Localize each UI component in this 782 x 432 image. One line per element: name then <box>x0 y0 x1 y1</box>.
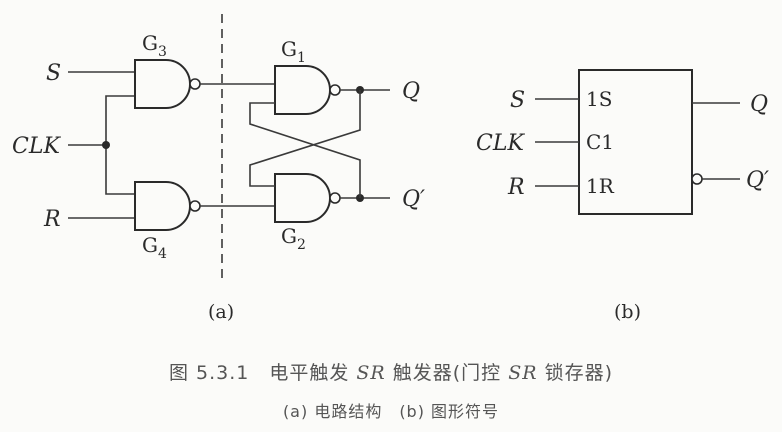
label-qn-b: Q′ <box>746 168 769 193</box>
label-s-b: S <box>510 88 525 113</box>
pin-1r: 1R <box>586 174 615 198</box>
label-g4: G4 <box>142 233 167 262</box>
feedback-q-to-g2 <box>249 90 361 187</box>
junction-clk <box>102 141 110 149</box>
label-clk-b: CLK <box>476 131 525 156</box>
label-q-b: Q <box>750 92 768 117</box>
label-g2: G2 <box>281 224 306 253</box>
label-s-a: S <box>46 61 61 86</box>
pin-c1: C1 <box>586 130 614 154</box>
label-r-a: R <box>43 207 61 232</box>
bubble-g4 <box>189 200 201 212</box>
feedback-qn-to-g1 <box>249 102 361 198</box>
gate-g3 <box>134 59 191 109</box>
label-qn-a: Q′ <box>402 187 425 212</box>
label-a: (a) <box>208 301 234 323</box>
label-r-b: R <box>507 175 525 200</box>
figure-caption: 图 5.3.1 电平触发 SR 触发器(门控 SR 锁存器) <box>168 362 614 384</box>
bubble-g3 <box>189 78 201 90</box>
bubble-g1 <box>329 84 341 96</box>
gate-g4 <box>134 181 191 231</box>
symbol-b: S CLK R 1S C1 1R Q Q′ (b) <box>476 69 769 323</box>
wire-clk-branch <box>105 95 135 195</box>
bubble-g2 <box>329 192 341 204</box>
gate-g2 <box>274 173 331 223</box>
bubble-qn-b <box>691 173 703 185</box>
label-q-a: Q <box>402 79 420 104</box>
gate-g1 <box>274 65 331 115</box>
pin-1s: 1S <box>586 87 612 111</box>
figure-subcaption: (a) 电路结构 (b) 图形符号 <box>282 402 500 421</box>
label-b: (b) <box>614 301 641 323</box>
circuit-a: S CLK R Q Q′ G3 G4 G1 G2 (a) <box>12 14 425 323</box>
label-clk-a: CLK <box>12 134 61 159</box>
label-g3: G3 <box>142 31 167 60</box>
label-g1: G1 <box>281 37 306 66</box>
